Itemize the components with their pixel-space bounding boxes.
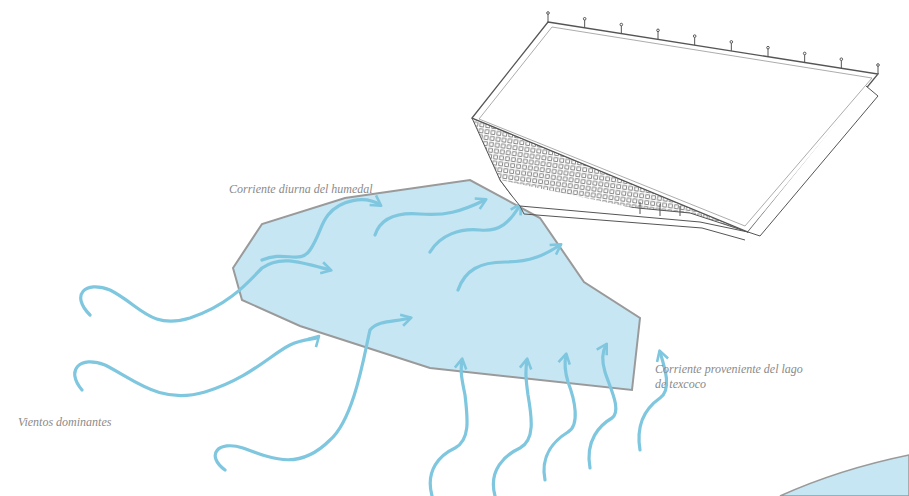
- roof-post: [877, 64, 880, 67]
- roof-post: [694, 37, 695, 45]
- wind-arrow: [458, 245, 560, 290]
- roof-post: [878, 66, 879, 74]
- roof-post: [840, 58, 843, 61]
- annotation-label: Corriente proveniente del lago de texcoc…: [655, 362, 815, 392]
- wind-arrow: [430, 360, 467, 496]
- roof-post: [584, 20, 585, 28]
- lake-texcoco: [780, 455, 909, 496]
- wind-arrow: [75, 337, 318, 396]
- roof-post: [548, 14, 549, 22]
- roof-post: [658, 31, 659, 39]
- roof-post: [803, 52, 806, 55]
- wind-arrow: [215, 318, 410, 470]
- roof-post: [621, 26, 622, 34]
- roof-post: [693, 35, 696, 38]
- wind-arrow: [493, 360, 531, 496]
- roof-post: [657, 29, 660, 32]
- wind-arrow: [81, 261, 330, 321]
- wind-arrow: [430, 205, 520, 252]
- roof-post: [804, 54, 805, 62]
- roof-post: [731, 43, 732, 51]
- wind-arrow: [589, 345, 616, 468]
- roof-post: [768, 49, 769, 57]
- wind-arrow: [262, 200, 380, 260]
- wind-arrows: [75, 200, 667, 496]
- annotation-label: Vientos dominantes: [18, 415, 178, 430]
- roof-post: [583, 17, 586, 20]
- roof-post: [620, 23, 623, 26]
- roof-post: [841, 60, 842, 68]
- annotation-label: Corriente diurna del humedal: [229, 182, 429, 197]
- roof-post: [547, 12, 550, 15]
- roof-post: [767, 46, 770, 49]
- wind-arrow: [544, 355, 575, 480]
- roof-post: [730, 41, 733, 44]
- building: [472, 22, 878, 240]
